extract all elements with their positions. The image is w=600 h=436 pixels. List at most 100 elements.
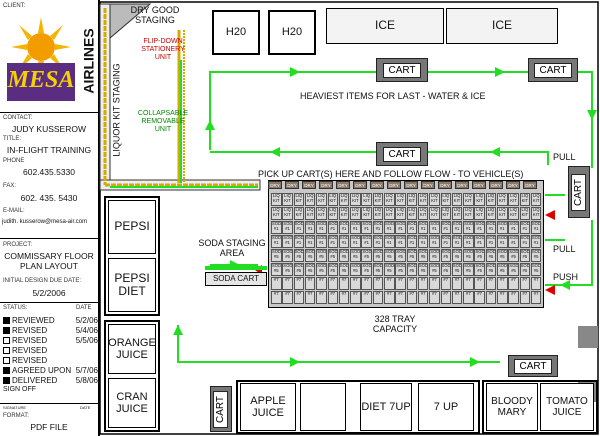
due-value: 5/2/2006: [32, 288, 66, 298]
status-checkbox[interactable]: [3, 336, 10, 344]
pull-label-1: PULL: [553, 152, 576, 162]
dry-slot: DRY: [302, 181, 316, 189]
tray-slot: LIQ KIT: [384, 207, 395, 220]
tray-slot: LIQ KIT: [463, 193, 474, 206]
status-checkbox[interactable]: [3, 376, 10, 384]
tray-slot: SODA #1: [384, 221, 395, 234]
status-checkbox[interactable]: [3, 356, 10, 364]
tray-slot: #7: [474, 277, 485, 290]
tray-slot: SODA #1: [451, 221, 463, 234]
tray-slot: SODA #1: [372, 235, 384, 248]
tray-slot: SODA #1: [519, 221, 531, 234]
status-row: REVIEWED 5/2/06: [3, 315, 98, 325]
right-edge-box: [578, 326, 598, 348]
tray-slot: SODA #5: [474, 249, 485, 262]
format-value: PDF FILE: [30, 422, 68, 432]
status-checkbox[interactable]: [3, 326, 10, 334]
email-label: E-MAIL:: [3, 208, 25, 214]
status-label-text: REVISED: [12, 355, 48, 365]
cart-vertical-bottom: CART: [210, 386, 232, 432]
status-checkbox[interactable]: [3, 346, 10, 354]
tray-slot: #7: [293, 277, 305, 290]
tray-slot: LIQ KIT: [350, 193, 361, 206]
h2o-1: H20: [212, 10, 260, 55]
tray-slot: LIQ KIT: [338, 207, 350, 220]
phone-label: PHONE: [3, 158, 25, 164]
tray-slot: #7: [271, 291, 282, 304]
cran-juice: CRAN JUICE: [108, 378, 156, 428]
tray-slot: LIQ KIT: [497, 207, 508, 220]
tray-slot: LIQ KIT: [474, 207, 485, 220]
pepsi: PEPSI: [108, 200, 156, 254]
dry-slot: DRY: [523, 181, 537, 189]
status-label-text: REVIEWED: [11, 315, 55, 325]
tray-slot: LIQ KIT: [316, 193, 327, 206]
contact-label: CONTACT:: [3, 115, 33, 121]
tray-slot: LIQ KIT: [327, 193, 338, 206]
pepsi-diet: PEPSI DIET: [108, 258, 156, 312]
tray-slot: SODA #1: [406, 235, 418, 248]
tray-slot: LIQ KIT: [451, 207, 463, 220]
empty-slot-1: [300, 383, 346, 431]
logo-text: MESA: [7, 67, 75, 93]
dry-slot: DRY: [404, 181, 418, 189]
cart-3: CART: [376, 142, 428, 166]
status-label-text: AGREED UPON: [11, 365, 72, 375]
bottom-bev-group-2: [482, 380, 598, 434]
seven-up: 7 UP: [418, 383, 474, 431]
tray-slot: #7: [282, 277, 293, 290]
status-checkbox[interactable]: [3, 316, 10, 324]
tray-slot: #7: [508, 277, 519, 290]
tray-slot: #7: [395, 277, 406, 290]
tray-slot: SODA #5: [463, 249, 474, 262]
tray-slot: SODA #5: [372, 263, 384, 276]
tray-slot: #7: [485, 291, 497, 304]
dry-good-staging-label: DRY GOOD STAGING: [130, 5, 180, 25]
tray-slot: LIQ KIT: [271, 207, 282, 220]
tray-slot: SODA #5: [440, 263, 451, 276]
tray-slot: #7: [338, 277, 350, 290]
apple-juice: APPLE JUICE: [240, 383, 296, 431]
tray-slot: #7: [440, 291, 451, 304]
tray-slot: SODA #1: [463, 235, 474, 248]
tray-slot: SODA #5: [384, 263, 395, 276]
dry-slot: DRY: [387, 181, 401, 189]
tray-slot: LIQ KIT: [293, 193, 305, 206]
status-date: 5/2/06: [75, 315, 98, 325]
tray-slot: SODA #5: [271, 249, 282, 262]
dry-slot: DRY: [438, 181, 452, 189]
tray-slot: #7: [304, 291, 316, 304]
tray-slot: SODA #1: [497, 221, 508, 234]
tray-slot: SODA #1: [327, 235, 338, 248]
tray-slot: SODA #1: [429, 221, 440, 234]
tray-slot: LIQ KIT: [384, 193, 395, 206]
tray-slot: #7: [271, 277, 282, 290]
tray-slot: SODA #1: [338, 221, 350, 234]
tray-slot: SODA #5: [429, 249, 440, 262]
dry-slot: DRY: [353, 181, 367, 189]
tray-slot: LIQ KIT: [304, 193, 316, 206]
tray-slot: SODA #1: [530, 235, 542, 248]
tray-slot: SODA #5: [372, 249, 384, 262]
cart-vertical-right: CART: [568, 166, 590, 218]
soda-staging-label: SODA STAGING AREA: [198, 238, 266, 258]
dry-slot: DRY: [472, 181, 486, 189]
tray-slot: LIQ KIT: [395, 193, 406, 206]
tray-slot: SODA #5: [508, 249, 519, 262]
dry-slot: DRY: [319, 181, 333, 189]
status-checkbox[interactable]: [3, 366, 10, 374]
tray-slot: #7: [316, 291, 327, 304]
tray-slot: SODA #1: [519, 235, 531, 248]
tray-slot: LIQ KIT: [282, 193, 293, 206]
tray-slot: SODA #5: [530, 249, 542, 262]
tray-slot: #7: [429, 291, 440, 304]
tray-slot: #7: [485, 277, 497, 290]
tray-slot: LIQ KIT: [417, 193, 429, 206]
tray-slot: SODA #5: [271, 263, 282, 276]
tray-slot: #7: [440, 277, 451, 290]
tray-slot: #7: [327, 291, 338, 304]
tray-slot: SODA #1: [508, 221, 519, 234]
tray-slot: #7: [361, 291, 372, 304]
